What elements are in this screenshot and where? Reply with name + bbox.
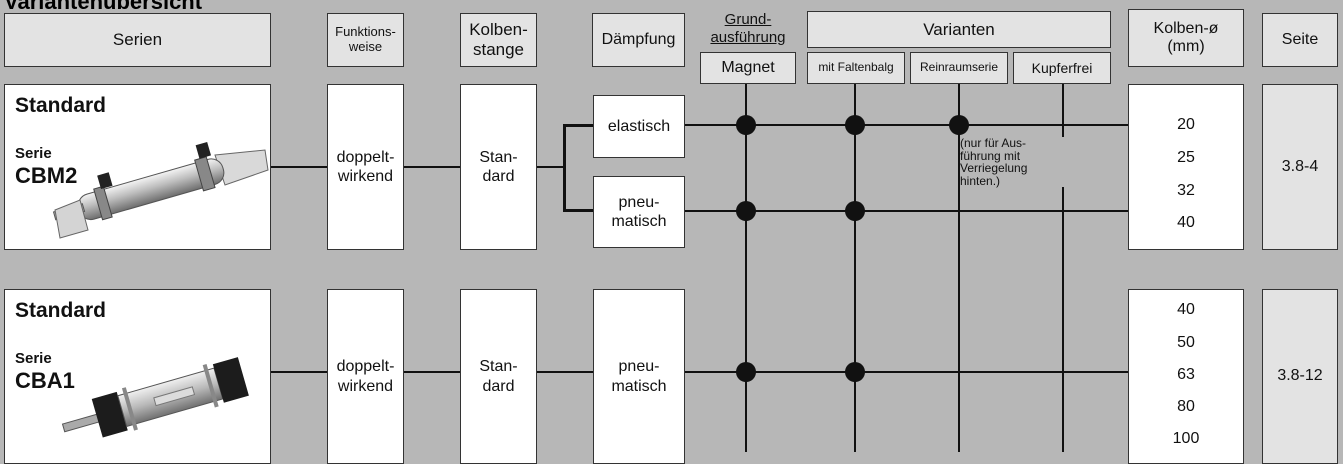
kolben-diameter-cell-row1: 20 25 32 40: [1128, 84, 1244, 250]
connector-row1-serien: [271, 166, 327, 168]
page-title: Variantenübersicht: [4, 0, 203, 14]
dot-row1-elastisch-magnet: [736, 115, 756, 135]
product-serie-name: CBM2: [15, 163, 78, 189]
bracket-bottom: [563, 209, 593, 212]
dot-row1-elastisch-faltenbalg: [845, 115, 865, 135]
diameter-value: 40: [1177, 214, 1195, 231]
bracket-row1: [563, 124, 566, 211]
header-magnet: Magnet: [700, 52, 796, 84]
kolbenstange-cell-row2: Stan- dard: [460, 289, 537, 464]
diameter-value: 50: [1177, 334, 1195, 351]
product-serie-name: CBA1: [15, 368, 75, 394]
product-title-line: Standard: [15, 94, 107, 117]
dot-row1-pneu-magnet: [736, 201, 756, 221]
header-varianten: Varianten: [807, 11, 1111, 48]
daempfung-pneumatisch-row2: pneu- matisch: [593, 289, 685, 464]
seite-link-row1[interactable]: 3.8-4: [1262, 84, 1338, 250]
header-grundausfuehrung: Grund- ausführung: [710, 11, 786, 46]
connector-row1-funktion: [404, 166, 460, 168]
header-funktionsweise: Funktions- weise: [327, 13, 404, 67]
dot-row2-pneu-magnet: [736, 362, 756, 382]
funktionsweise-cell-row1: doppelt- wirkend: [327, 84, 404, 250]
diameter-value: 32: [1177, 182, 1195, 199]
connector-row1-kolben: [537, 166, 565, 168]
product-serie-prefix: Serie: [15, 350, 52, 368]
daempfung-pneumatisch-row1: pneu- matisch: [593, 176, 685, 248]
diameter-value: 63: [1177, 366, 1195, 383]
header-reinraum: Reinraumserie: [910, 52, 1008, 84]
product-serie-prefix: Serie: [15, 145, 52, 163]
header-faltenbalg: mit Faltenbalg: [807, 52, 905, 84]
header-kolbendurchmesser: Kolben-ø (mm): [1128, 9, 1244, 67]
cylinder-cba1-image: [61, 357, 249, 438]
vline-reinraum: [958, 84, 960, 452]
header-kolbenstange: Kolben- stange: [460, 13, 537, 67]
diameter-value: 80: [1177, 398, 1195, 415]
line-elastisch: [685, 124, 1128, 126]
line-pneumatisch-row2: [685, 371, 1128, 373]
vline-faltenbalg: [854, 84, 856, 452]
connector-row2-serien: [271, 371, 327, 373]
product-card-cba1[interactable]: Standard Serie CBA1: [4, 289, 271, 464]
dot-row1-pneu-faltenbalg: [845, 201, 865, 221]
header-serien: Serien: [4, 13, 271, 67]
diameter-value: 40: [1177, 301, 1195, 318]
dot-row2-pneu-faltenbalg: [845, 362, 865, 382]
cylinder-cbm2-image: [52, 141, 269, 239]
vline-magnet: [745, 84, 747, 452]
header-seite: Seite: [1262, 13, 1338, 67]
seite-link-row2[interactable]: 3.8-12: [1262, 289, 1338, 464]
diameter-value: 100: [1172, 430, 1200, 447]
daempfung-elastisch: elastisch: [593, 95, 685, 158]
connector-row2-kolben: [537, 371, 593, 373]
product-card-cbm2[interactable]: Standard Serie CBM2: [4, 84, 271, 250]
vline-kupferfrei: [1062, 84, 1064, 452]
product-title-line: Standard: [15, 299, 107, 322]
bracket-top: [563, 124, 593, 127]
header-daempfung: Dämpfung: [592, 13, 685, 67]
diameter-value: 25: [1177, 149, 1195, 166]
dot-row1-elastisch-reinraum: [949, 115, 969, 135]
reinraum-note: (nur für Aus- führung mit Verriegelung h…: [960, 137, 1070, 188]
connector-row2-funktion: [404, 371, 460, 373]
kolben-diameter-cell-row2: 40 50 63 80 100: [1128, 289, 1244, 464]
line-pneumatisch-row1: [685, 210, 1128, 212]
kolbenstange-cell-row1: Stan- dard: [460, 84, 537, 250]
header-kupferfrei: Kupferfrei: [1013, 52, 1111, 84]
diameter-value: 20: [1177, 116, 1195, 133]
funktionsweise-cell-row2: doppelt- wirkend: [327, 289, 404, 464]
